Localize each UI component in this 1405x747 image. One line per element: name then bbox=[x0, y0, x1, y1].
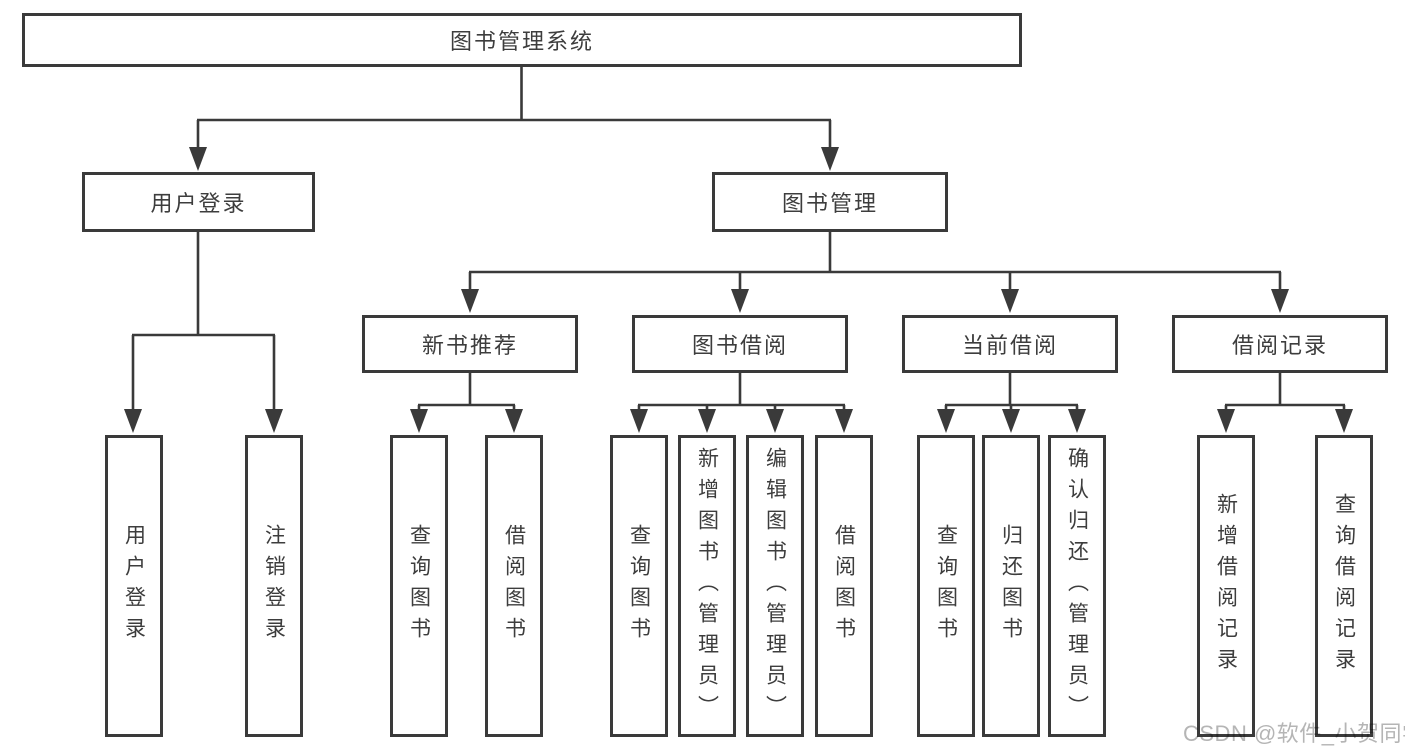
node-leaf-add-books-admin-label: 新增图书（管理员） bbox=[695, 446, 719, 726]
node-new-book-recommendation: 新书推荐 bbox=[362, 315, 578, 373]
node-leaf-query-borrow-record-label: 查询借阅记录 bbox=[1332, 493, 1356, 679]
node-leaf-query-books-2-label: 查询图书 bbox=[627, 524, 651, 648]
node-leaf-query-books-1-label: 查询图书 bbox=[407, 524, 431, 648]
node-borrowing-records-label: 借阅记录 bbox=[1231, 333, 1328, 358]
node-leaf-query-books-3: 查询图书 bbox=[917, 435, 975, 737]
node-leaf-query-books-2: 查询图书 bbox=[610, 435, 668, 737]
node-current-borrowing: 当前借阅 bbox=[902, 315, 1118, 373]
node-leaf-edit-books-admin-label: 编辑图书（管理员） bbox=[763, 446, 787, 726]
node-leaf-borrow-books-2: 借阅图书 bbox=[815, 435, 873, 737]
node-leaf-logout: 注销登录 bbox=[245, 435, 303, 737]
node-leaf-query-borrow-record: 查询借阅记录 bbox=[1315, 435, 1373, 737]
node-new-book-recommendation-label: 新书推荐 bbox=[421, 333, 518, 358]
node-book-borrowing: 图书借阅 bbox=[632, 315, 848, 373]
node-book-management-module: 图书管理 bbox=[712, 172, 948, 232]
node-user-login-module-label: 用户登录 bbox=[150, 191, 247, 216]
node-borrowing-records: 借阅记录 bbox=[1172, 315, 1388, 373]
node-leaf-logout-label: 注销登录 bbox=[262, 524, 286, 648]
node-leaf-return-books: 归还图书 bbox=[982, 435, 1040, 737]
node-book-management-system-label: 图书管理系统 bbox=[449, 29, 594, 54]
node-book-management-system: 图书管理系统 bbox=[22, 13, 1022, 67]
node-leaf-borrow-books-1-label: 借阅图书 bbox=[502, 524, 526, 648]
node-leaf-add-borrow-record: 新增借阅记录 bbox=[1197, 435, 1255, 737]
node-leaf-borrow-books-2-label: 借阅图书 bbox=[832, 524, 856, 648]
node-leaf-add-books-admin: 新增图书（管理员） bbox=[678, 435, 736, 737]
csdn-watermark: CSDN @软件_小贺同学 bbox=[1183, 721, 1405, 746]
node-user-login-module: 用户登录 bbox=[82, 172, 315, 232]
node-leaf-user-login-label: 用户登录 bbox=[122, 524, 146, 648]
node-leaf-confirm-return-admin-label: 确认归还（管理员） bbox=[1065, 446, 1089, 726]
node-leaf-user-login: 用户登录 bbox=[105, 435, 163, 737]
node-leaf-borrow-books-1: 借阅图书 bbox=[485, 435, 543, 737]
node-book-borrowing-label: 图书借阅 bbox=[691, 333, 788, 358]
arrowheads bbox=[124, 147, 1353, 433]
node-leaf-edit-books-admin: 编辑图书（管理员） bbox=[746, 435, 804, 737]
node-leaf-query-books-1: 查询图书 bbox=[390, 435, 448, 737]
node-book-management-module-label: 图书管理 bbox=[781, 191, 878, 216]
node-current-borrowing-label: 当前借阅 bbox=[961, 333, 1058, 358]
node-leaf-query-books-3-label: 查询图书 bbox=[934, 524, 958, 648]
node-leaf-return-books-label: 归还图书 bbox=[999, 524, 1023, 648]
node-leaf-confirm-return-admin: 确认归还（管理员） bbox=[1048, 435, 1106, 737]
node-leaf-add-borrow-record-label: 新增借阅记录 bbox=[1214, 493, 1238, 679]
